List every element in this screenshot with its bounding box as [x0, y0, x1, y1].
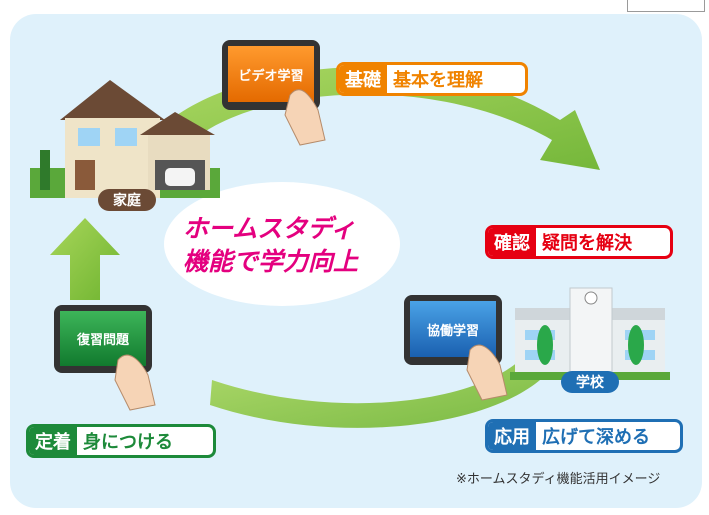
arrow-bottom — [210, 360, 540, 428]
tablet-video — [222, 40, 326, 146]
label-fix-key: 定着 — [29, 427, 77, 455]
tablet-review — [54, 305, 156, 411]
center-title-line2: 機能で学力向上 — [183, 247, 359, 276]
label-fix-value: 身につける — [83, 432, 173, 453]
label-basic: 基礎 基本を理解 — [336, 62, 528, 96]
tablet-label-review: 復習問題 — [76, 333, 129, 348]
label-apply: 応用 広げて深める — [485, 419, 683, 453]
center-title-line1: ホームスタディ — [183, 214, 356, 243]
label-basic-value: 基本を理解 — [393, 70, 483, 91]
place-badge-school: 学校 — [561, 371, 619, 393]
house-illustration — [30, 80, 220, 198]
tablet-label-video: ビデオ学習 — [238, 68, 304, 84]
label-apply-value: 広げて深める — [542, 427, 650, 448]
center-ellipse — [164, 182, 400, 306]
corner-tab — [627, 0, 705, 12]
label-confirm-key: 確認 — [488, 228, 536, 256]
place-badge-home: 家庭 — [98, 189, 156, 211]
footnote: ※ホームスタディ機能活用イメージ — [456, 472, 661, 487]
label-fix: 定着 身につける — [26, 424, 216, 458]
label-confirm: 確認 疑問を解決 — [485, 225, 673, 259]
label-confirm-value: 疑問を解決 — [542, 233, 632, 254]
tablet-label-collab: 協働学習 — [426, 323, 479, 339]
tablet-collab — [404, 295, 508, 401]
label-basic-key: 基礎 — [339, 65, 387, 93]
arrow-left — [50, 218, 120, 300]
school-illustration — [510, 287, 670, 381]
label-apply-key: 応用 — [488, 422, 536, 450]
